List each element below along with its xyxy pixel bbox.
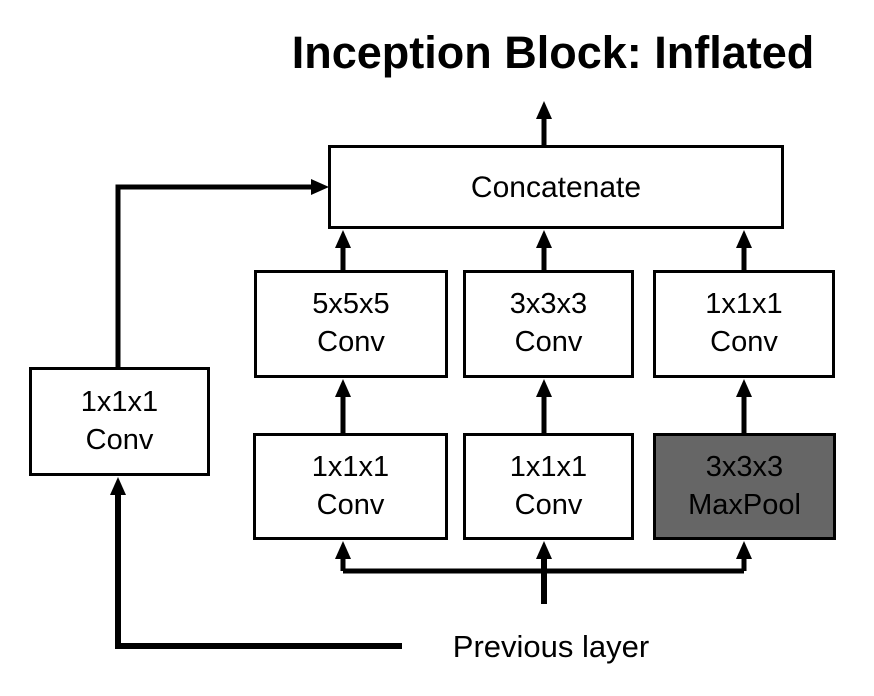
previous-layer-label: Previous layer xyxy=(452,629,650,664)
arrow-branch3-to-concat xyxy=(736,230,752,270)
concatenate-box: Concatenate xyxy=(328,145,784,229)
arrow-branch2-to-concat xyxy=(536,230,552,270)
conv-3x3x3-label-size: 3x3x3 xyxy=(509,288,588,321)
conv-branch1-label-size: 1x1x1 xyxy=(311,450,390,483)
conv-box-3x3x3: 3x3x3 Conv xyxy=(463,270,634,378)
conv-box-branch2-1x1x1: 1x1x1 Conv xyxy=(463,433,634,540)
arrow-bottom2-to-mid2 xyxy=(536,379,552,433)
conv-branch2-label-type: Conv xyxy=(514,488,583,521)
maxpool-label-size: 3x3x3 xyxy=(705,450,784,483)
conv-box-1x1x1-top: 1x1x1 Conv xyxy=(653,270,835,378)
arrow-concat-output xyxy=(536,101,552,145)
arrow-bottom1-to-mid1 xyxy=(335,379,351,433)
maxpool-box: 3x3x3 MaxPool xyxy=(653,433,836,540)
conv-5x5x5-label-type: Conv xyxy=(317,326,385,358)
arrow-input-to-leftconv xyxy=(110,477,402,649)
conv-1x1x1-top-label-size: 1x1x1 xyxy=(705,288,783,321)
left-conv-box: 1x1x1 Conv xyxy=(29,367,210,476)
arrow-branch1-to-concat xyxy=(335,230,351,270)
maxpool-label-type: MaxPool xyxy=(688,488,801,521)
conv-box-5x5x5: 5x5x5 Conv xyxy=(254,270,448,378)
arrow-bottom3-to-mid3 xyxy=(736,379,752,433)
left-conv-label-type: Conv xyxy=(85,423,154,456)
arrow-leftconv-to-concat xyxy=(115,179,329,368)
conv-box-branch1-1x1x1: 1x1x1 Conv xyxy=(253,433,448,540)
conv-5x5x5-label-size: 5x5x5 xyxy=(312,288,390,321)
left-conv-label-size: 1x1x1 xyxy=(80,385,159,418)
diagram-title: Inception Block: Inflated xyxy=(291,27,815,78)
input-splitter xyxy=(335,541,752,604)
conv-branch2-label-size: 1x1x1 xyxy=(509,450,588,483)
conv-3x3x3-label-type: Conv xyxy=(514,326,583,358)
concatenate-label: Concatenate xyxy=(470,170,642,204)
conv-branch1-label-type: Conv xyxy=(316,488,385,521)
conv-1x1x1-top-label-type: Conv xyxy=(710,326,778,358)
